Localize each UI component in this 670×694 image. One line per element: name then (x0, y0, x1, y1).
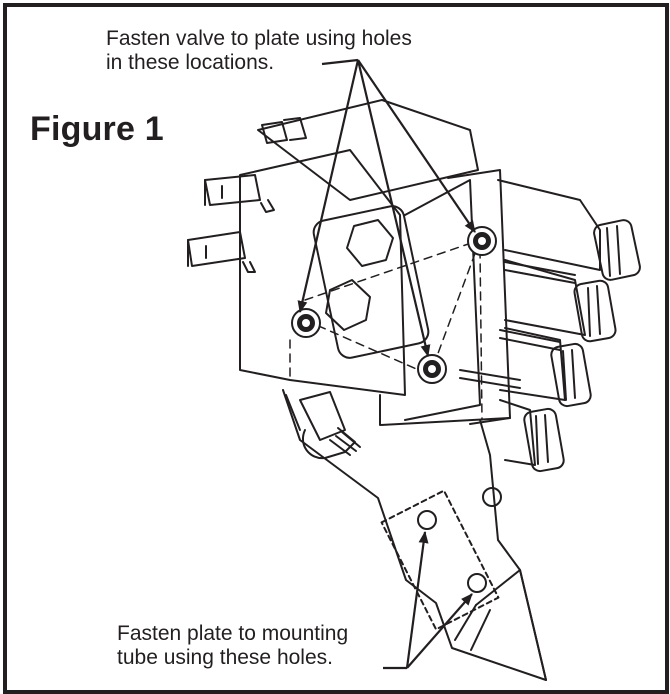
elbow-fitting (302, 427, 356, 460)
leader-to-plate-hole-2 (405, 531, 429, 669)
hex-plug-lower (325, 279, 371, 331)
hole-pattern-dashes (304, 239, 481, 376)
spool-bands (459, 261, 576, 389)
plate-hole-1 (482, 487, 502, 507)
lower-fitting (299, 391, 346, 441)
spool-2 (504, 259, 617, 343)
handle-lower (187, 231, 246, 267)
mounting-plate-lower-edge (285, 394, 301, 431)
valve-body-side (404, 179, 481, 421)
hex-plug-frame (312, 205, 430, 359)
hex-plug-upper (346, 219, 394, 267)
leader-to-valve-hole-top (357, 59, 476, 233)
valve-holes-callout-line-2: in these locations. (106, 51, 275, 74)
plate-holes-callout-line-2: tube using these holes. (117, 646, 333, 669)
figure-title: Figure 1 (30, 110, 164, 148)
valve-holes-callout-line-1: Fasten valve to plate using holes (106, 27, 412, 50)
handle-upper (204, 174, 261, 206)
valve-body-top (257, 99, 479, 201)
leader-to-valve-hole-left (297, 59, 360, 313)
mounting-tube-outline (380, 489, 500, 631)
spool-3 (499, 327, 592, 408)
plate-tab (475, 569, 547, 681)
spool-4 (499, 399, 565, 473)
plate-hole-2 (417, 510, 437, 530)
plate-holes-callout-line-1: Fasten plate to mounting (117, 622, 349, 645)
spool-1 (497, 179, 641, 281)
leader-to-valve-hole-bottom (356, 59, 431, 357)
leader-stub-top (321, 58, 359, 66)
top-fitting (261, 121, 288, 144)
valve-body-front (239, 149, 406, 396)
mounting-plate (282, 389, 547, 681)
figure-frame (3, 3, 669, 694)
leader-to-plate-hole-3 (406, 593, 473, 669)
plate-hole-3 (467, 573, 487, 593)
valve-holes-callout: Fasten valve to plate using holes in the… (106, 27, 412, 75)
plate-holes-callout: Fasten plate to mounting tube using thes… (117, 622, 348, 670)
